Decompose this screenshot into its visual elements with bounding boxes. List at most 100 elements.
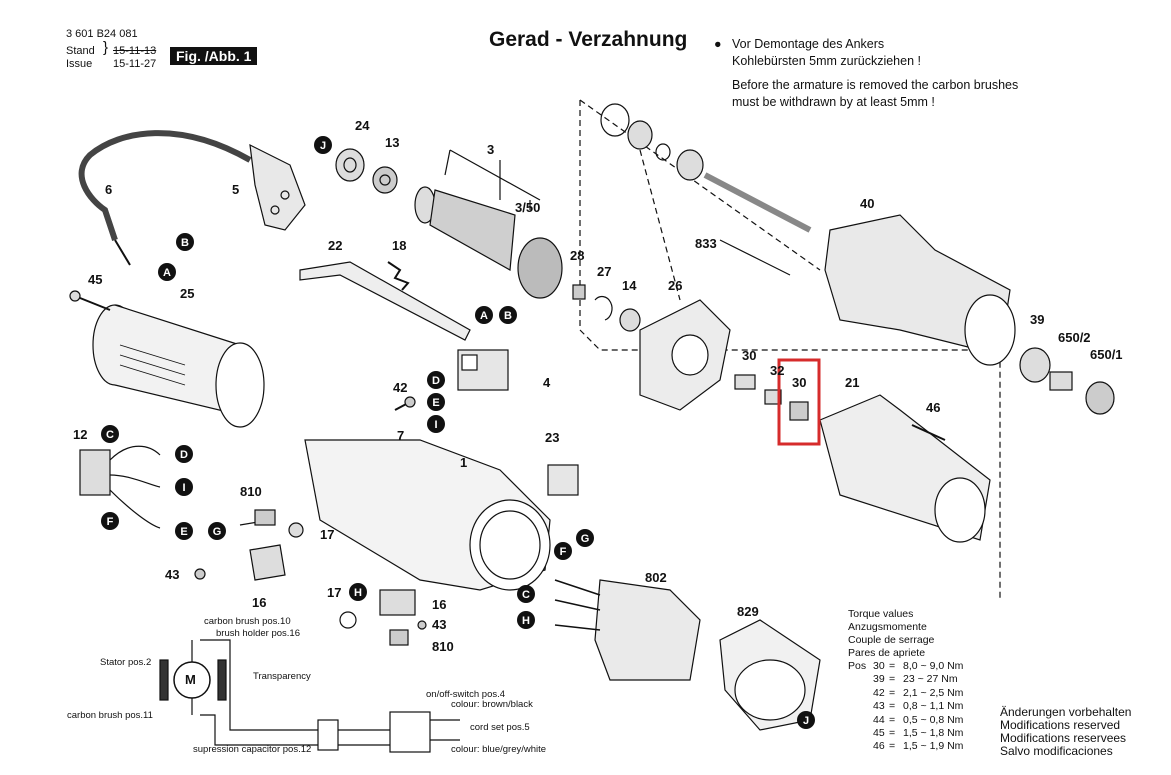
connector-badge-letter: C (106, 429, 114, 441)
torque-row-value: 1,5 ~ 1,8 Nm (903, 727, 964, 739)
connector-badge-circle (427, 371, 445, 389)
connector-badge-letter: I (434, 419, 437, 431)
connector-badge-circle (576, 529, 594, 547)
torque-row-value: 8,0 ~ 9,0 Nm (903, 660, 964, 672)
connector-badge-letter: J (320, 140, 326, 152)
part-label: 18 (392, 238, 407, 253)
modifications-line: Salvo modificaciones (1000, 744, 1113, 758)
part-label: 14 (622, 278, 637, 293)
connector-badge-letter: H (354, 587, 362, 599)
stand-old-date: 15-11-13 (113, 45, 157, 57)
part-label: 7 (397, 428, 405, 443)
torque-row-value: 1,5 ~ 1,9 Nm (903, 740, 964, 753)
note-en-line1: Before the armature is removed the carbo… (732, 78, 1019, 92)
torque-row-equals: = (889, 713, 896, 726)
connector-badge-circle (499, 306, 517, 324)
torque-heading: Torque values (848, 608, 914, 620)
part-label: 46 (926, 400, 941, 415)
connector-badge-circle (101, 512, 119, 530)
note-de-line2: Kohlebürsten 5mm zurückziehen ! (732, 54, 921, 68)
part-label: 810 (432, 639, 454, 654)
connector-badge-letter: B (181, 237, 189, 249)
part-label: 833 (695, 236, 717, 251)
part-label: 16 (252, 595, 267, 610)
connector-badge-letter: D (432, 375, 440, 387)
connector-badge-circle (175, 478, 193, 496)
connector-badge-circle (427, 415, 445, 433)
connector-badge-circle (427, 393, 445, 411)
connector-badge-circle (158, 263, 176, 281)
connector-badge-circle (475, 306, 493, 324)
connector-badge-letter: J (803, 715, 809, 727)
schematic-label: carbon brush pos.11 (67, 710, 153, 721)
connector-badge-circle (349, 583, 367, 601)
modifications-line: Modifications reserved (1000, 718, 1121, 732)
part-label: 4 (543, 375, 551, 390)
torque-pos-label: Pos (848, 660, 867, 672)
connector-badge-circle (176, 233, 194, 251)
highlight-box (777, 358, 821, 446)
part-label: 43 (165, 567, 180, 582)
torque-row-equals: = (889, 660, 896, 672)
part-label: 32 (770, 363, 785, 378)
part-label: 12 (73, 427, 88, 442)
connector-badge-letter: A (163, 267, 171, 279)
connector-badge-circle (517, 611, 535, 629)
part-label: 40 (860, 196, 875, 211)
part-label: 39 (1030, 312, 1045, 327)
note-de-line1: Vor Demontage des Ankers (732, 37, 885, 51)
connector-badge-circle (554, 542, 572, 560)
part-label: 3 (487, 142, 495, 157)
connector-badge-letter: E (180, 526, 187, 538)
note-en-line2: must be withdrawn by at least 5mm ! (732, 95, 935, 109)
part-label: 829 (737, 604, 759, 619)
schematic-label: brush holder pos.16 (216, 628, 300, 639)
torque-row-equals: = (889, 700, 896, 713)
schematic-label: cord set pos.5 (470, 722, 530, 733)
stand-label: Stand (66, 45, 95, 57)
part-label: 13 (385, 135, 400, 150)
torque-row-pos: 42 (873, 686, 885, 699)
part-label: 26 (668, 278, 683, 293)
part-label: 810 (240, 484, 262, 499)
connector-badge-letter: H (522, 615, 530, 627)
part-label: 1 (460, 455, 468, 470)
motor-symbol: M (185, 672, 196, 687)
connector-badge-letter: D (180, 449, 188, 461)
torque-heading: Pares de apriete (848, 647, 926, 659)
torque-row-equals: = (889, 686, 896, 699)
page-title: Gerad - Verzahnung (489, 28, 688, 51)
connector-badge-circle (175, 522, 193, 540)
part-label: 27 (597, 264, 612, 279)
doc-number: 3 601 B24 081 (66, 28, 138, 40)
part-label: 17 (320, 527, 335, 542)
connector-badge-letter: E (432, 397, 439, 409)
brace-glyph: } (103, 39, 109, 56)
part-label: 6 (105, 182, 113, 197)
connector-badge-circle (101, 425, 119, 443)
part-label: 24 (355, 118, 370, 133)
connector-badge-circle (314, 136, 332, 154)
part-label: 28 (570, 248, 585, 263)
part-label: 3/50 (515, 200, 541, 215)
part-label: 802 (645, 570, 667, 585)
connector-badge-letter: I (182, 482, 185, 494)
schematic-label: carbon brush pos.10 (204, 616, 291, 627)
part-label: 17 (327, 585, 342, 600)
part-label: 22 (328, 238, 343, 253)
connector-badge-letter: G (213, 526, 222, 538)
modifications-line: Modifications reservees (1000, 731, 1127, 745)
part-label: 23 (545, 430, 560, 445)
issue-label: Issue (66, 58, 93, 70)
torque-row-value: 0,5 ~ 0,8 Nm (903, 713, 964, 726)
schematic-label: Stator pos.2 (100, 657, 152, 668)
connector-badge-letter: A (480, 310, 488, 322)
schematic-label: colour: brown/black (451, 699, 533, 710)
part-label: 42 (393, 380, 408, 395)
torque-row-pos: 39 (873, 673, 885, 686)
part-label: 30 (742, 348, 757, 363)
figure-badge: Fig. /Abb. 1 (170, 47, 258, 65)
torque-row-value: 23 ~ 27 Nm (903, 673, 958, 686)
connector-badge-circle (517, 585, 535, 603)
